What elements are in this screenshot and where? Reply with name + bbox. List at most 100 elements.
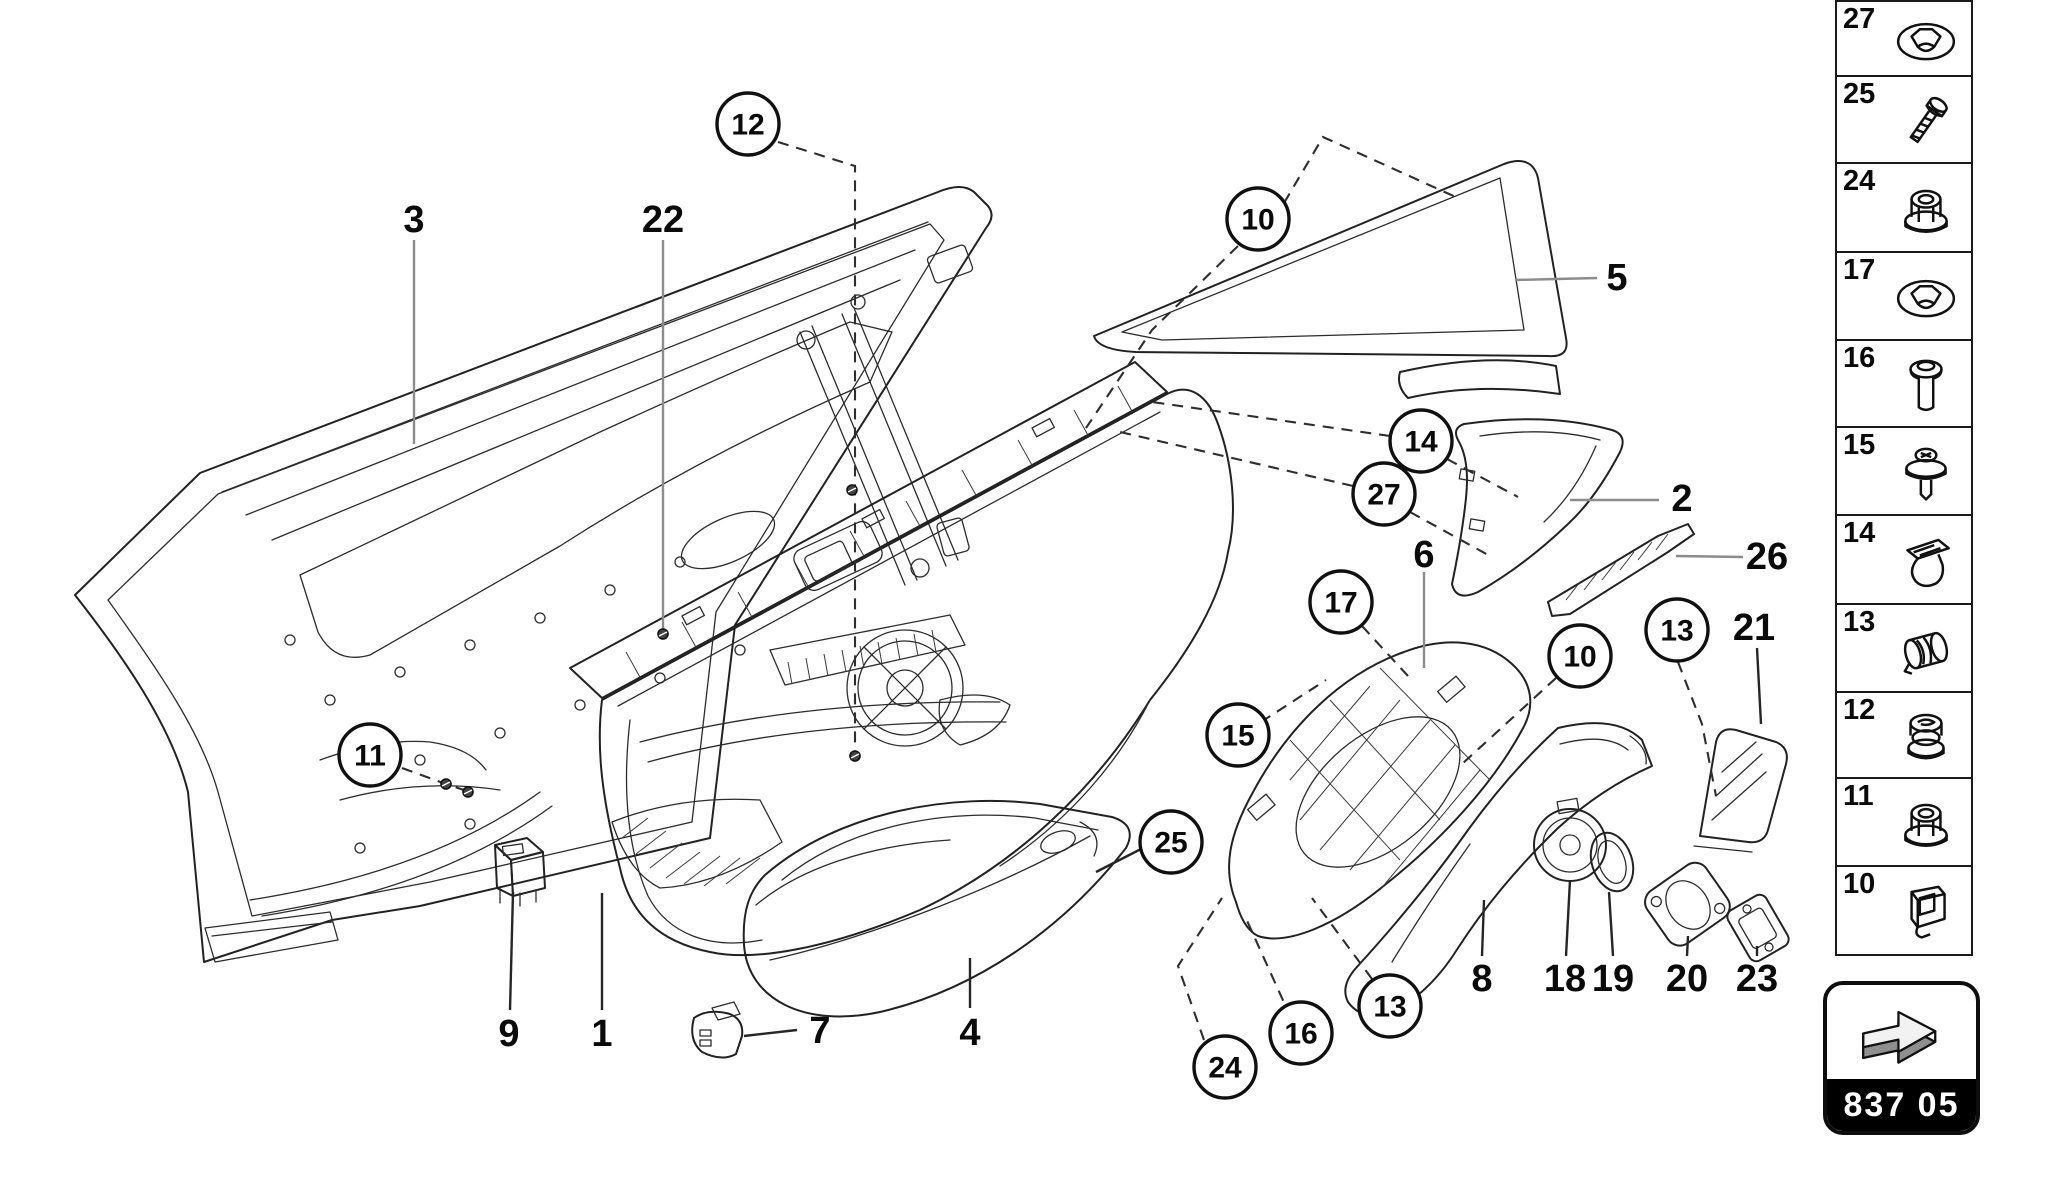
legend-item-24[interactable]: 24 xyxy=(1835,162,1973,254)
gasket-ring-part-19 xyxy=(1589,831,1635,893)
legend-number: 16 xyxy=(1843,342,1876,374)
window-triangle-part-5 xyxy=(1093,160,1568,399)
spring-steel-clip-icon xyxy=(1906,538,1950,587)
legend-number: 24 xyxy=(1843,165,1876,197)
legend-item-12[interactable]: 12 xyxy=(1835,691,1973,780)
leader-line-dashed xyxy=(1151,400,1391,438)
legend-number: 14 xyxy=(1843,517,1876,549)
callout-circle-part-15[interactable] xyxy=(1205,702,1271,768)
callout-circle-part-13[interactable] xyxy=(1644,597,1710,663)
callout-number-part-25[interactable]: 25 xyxy=(1154,827,1187,860)
fastener-slot xyxy=(850,753,860,759)
fastener-slot xyxy=(463,789,473,795)
legend-number: 13 xyxy=(1843,606,1876,638)
legend-item-17[interactable]: 17 xyxy=(1835,251,1973,342)
callout-number-part-8[interactable]: 8 xyxy=(1471,958,1492,1000)
callout-circle-part-24[interactable] xyxy=(1192,1034,1258,1100)
latch-lever-part-7 xyxy=(691,1001,744,1059)
callout-circle-part-11[interactable] xyxy=(337,722,403,788)
callout-number-part-12[interactable]: 12 xyxy=(731,109,764,142)
legend-number: 10 xyxy=(1843,868,1876,900)
callout-number-part-6[interactable]: 6 xyxy=(1413,534,1434,576)
callout-circle-part-10[interactable] xyxy=(1225,186,1291,252)
callout-circle-part-10[interactable] xyxy=(1547,623,1613,689)
callout-circle-part-16[interactable] xyxy=(1268,1000,1334,1066)
vent-grille-part-21 xyxy=(1693,728,1788,853)
callout-number-part-26[interactable]: 26 xyxy=(1746,536,1788,578)
callout-number-part-27[interactable]: 27 xyxy=(1367,479,1400,512)
callout-number-part-21[interactable]: 21 xyxy=(1733,607,1775,649)
callout-number-part-18[interactable]: 18 xyxy=(1544,958,1586,1000)
callout-number-part-19[interactable]: 19 xyxy=(1592,958,1634,1000)
callout-circle-part-13[interactable] xyxy=(1357,973,1423,1039)
callout-number-part-23[interactable]: 23 xyxy=(1736,958,1778,1000)
leader-line-dashed xyxy=(1119,430,1354,488)
hex-flange-nut-icon xyxy=(1904,189,1948,233)
callout-number-part-9[interactable]: 9 xyxy=(498,1013,519,1055)
oval-washer-grommet-icon xyxy=(1896,22,1956,61)
callout-circle-part-14[interactable] xyxy=(1388,408,1454,474)
callout-circle-part-12[interactable] xyxy=(715,91,781,157)
callout-number-part-10[interactable]: 10 xyxy=(1563,641,1596,674)
leader-line-dashed xyxy=(1283,135,1459,204)
leader-line-dashed xyxy=(1677,661,1718,797)
callout-circle-part-25[interactable] xyxy=(1138,809,1204,875)
leader-line-dashed xyxy=(1311,897,1373,980)
legend-item-13[interactable]: 13 xyxy=(1835,603,1973,694)
legend-number: 27 xyxy=(1843,3,1876,35)
leader-line xyxy=(1607,891,1615,957)
leader-line xyxy=(1564,879,1572,957)
legend-number: 15 xyxy=(1843,429,1876,461)
legend-item-11[interactable]: 11 xyxy=(1835,777,1973,868)
callout-number-part-13[interactable]: 13 xyxy=(1373,991,1406,1024)
dome-head-rivet-icon xyxy=(1909,359,1943,411)
fastener-slot xyxy=(658,631,668,637)
callout-number-part-4[interactable]: 4 xyxy=(959,1012,980,1054)
legend-item-27[interactable]: 27 xyxy=(1835,0,1973,78)
legend-item-14[interactable]: 14 xyxy=(1835,514,1973,606)
leader-line-dashed xyxy=(1243,913,1292,1019)
callout-number-part-7[interactable]: 7 xyxy=(809,1010,830,1052)
oval-washer-grommet-icon xyxy=(1896,280,1956,318)
callout-number-part-24[interactable]: 24 xyxy=(1208,1052,1242,1085)
screw-with-washer-icon xyxy=(1905,447,1947,501)
table-code-box[interactable]: 837 05 xyxy=(1823,981,1980,1135)
callout-number-part-17[interactable]: 17 xyxy=(1324,587,1357,620)
leader-lines-layer xyxy=(401,135,1763,1041)
bracket-part-20 xyxy=(1644,861,1731,947)
leader-line-dashed xyxy=(1446,458,1519,498)
leader-line xyxy=(508,891,515,1011)
legend-item-25[interactable]: 25 xyxy=(1835,75,1973,165)
callout-number-part-22[interactable]: 22 xyxy=(642,199,684,241)
callout-number-part-15[interactable]: 15 xyxy=(1221,720,1254,753)
window-switch-part-9 xyxy=(494,837,546,907)
leader-line-dashed xyxy=(1085,245,1239,429)
leader-line-dashed xyxy=(1461,677,1557,765)
leader-line xyxy=(1755,647,1763,725)
carrier-frame-part-6 xyxy=(1228,641,1532,940)
armrest-part-4 xyxy=(742,799,1131,1018)
leader-line-dashed xyxy=(1260,679,1327,723)
callout-number-part-11[interactable]: 11 xyxy=(354,740,386,773)
callout-number-part-10[interactable]: 10 xyxy=(1241,204,1274,237)
callout-number-part-1[interactable]: 1 xyxy=(591,1013,612,1055)
callout-circle-part-17[interactable] xyxy=(1308,569,1374,635)
callout-number-part-2[interactable]: 2 xyxy=(1671,478,1692,520)
callout-circle-part-27[interactable] xyxy=(1351,461,1417,527)
table-code-label: 837 05 xyxy=(1827,1079,1976,1131)
callout-number-part-5[interactable]: 5 xyxy=(1606,257,1627,299)
legend-item-15[interactable]: 15 xyxy=(1835,426,1973,517)
legend-item-16[interactable]: 16 xyxy=(1835,339,1973,429)
legend-number: 11 xyxy=(1843,780,1874,812)
callout-number-part-13[interactable]: 13 xyxy=(1660,615,1693,648)
sheet-metal-clip-icon xyxy=(1910,885,1946,939)
callout-number-part-14[interactable]: 14 xyxy=(1404,426,1438,459)
callout-number-part-16[interactable]: 16 xyxy=(1284,1018,1317,1051)
round-plug-grommet-icon xyxy=(1907,713,1945,760)
callout-number-part-20[interactable]: 20 xyxy=(1666,958,1708,1000)
fastener-slot xyxy=(441,781,451,787)
callout-number-part-3[interactable]: 3 xyxy=(403,199,424,241)
leader-line-dashed xyxy=(1409,511,1491,557)
legend-item-10[interactable]: 10 xyxy=(1835,865,1973,956)
